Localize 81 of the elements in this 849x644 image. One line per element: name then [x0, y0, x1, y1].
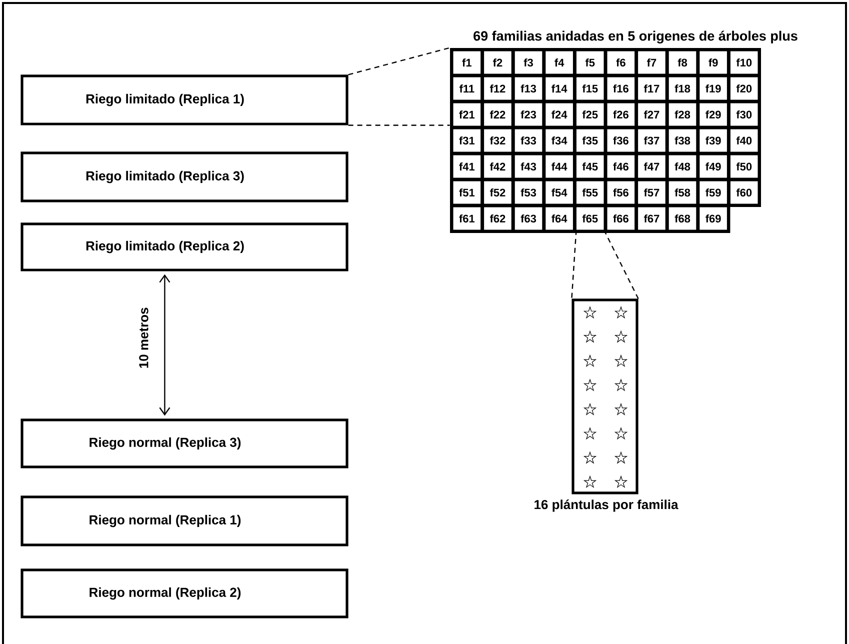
grid-cell: f46 — [607, 155, 635, 178]
grid-cell: f48 — [668, 155, 696, 178]
grid-heading: 69 familias anidadas en 5 origenes de árboles plus — [474, 30, 798, 44]
grid-cell: f57 — [638, 181, 666, 204]
grid-cell: f63 — [514, 207, 542, 230]
grid-cell: f33 — [514, 129, 542, 152]
grid-cell: f13 — [514, 77, 542, 100]
grid-cell: f51 — [453, 181, 481, 204]
zoom-line — [348, 47, 450, 76]
grid-cell: f47 — [638, 155, 666, 178]
grid-cell: f8 — [668, 51, 696, 74]
grid-cell: f56 — [607, 181, 635, 204]
double-arrow — [159, 274, 170, 416]
grid-cell: f18 — [668, 77, 696, 100]
grid-cell: f58 — [668, 181, 696, 204]
grid-cell: f50 — [730, 155, 758, 178]
grid-cell: f61 — [453, 207, 481, 230]
plot-box: Riego normal (Replica 1) — [20, 496, 348, 546]
grid-cell: f41 — [453, 155, 481, 178]
grid-cell: f67 — [638, 207, 666, 230]
grid-cell: f69 — [700, 207, 727, 230]
grid-cell: f1 — [453, 51, 481, 74]
grid-cell: f53 — [514, 181, 542, 204]
column-caption: 16 plántulas por familia — [534, 500, 678, 512]
grid-cell: f22 — [484, 103, 512, 126]
grid-cell: f64 — [546, 207, 573, 230]
grid-cell: f44 — [546, 155, 573, 178]
grid-cell: f31 — [453, 129, 481, 152]
grid-cell: f15 — [576, 77, 604, 100]
grid-cell: f43 — [514, 155, 542, 178]
grid-cell: f6 — [607, 51, 635, 74]
grid-cell: f3 — [514, 51, 542, 74]
grid-cell: f28 — [668, 103, 696, 126]
grid-cell: f7 — [638, 51, 666, 74]
grid-cell: f30 — [730, 103, 758, 126]
grid-cell: f59 — [700, 181, 727, 204]
plot-box: Riego normal (Replica 3) — [20, 418, 348, 468]
grid-cell: f19 — [700, 77, 727, 100]
plot-box: Riego limitado (Replica 2) — [20, 222, 348, 272]
grid-cell: f42 — [484, 155, 512, 178]
grid-cell: f60 — [730, 181, 758, 204]
plot-box: Riego limitado (Replica 3) — [20, 152, 348, 202]
grid-cell: f52 — [484, 181, 512, 204]
grid-cell: f17 — [638, 77, 666, 100]
grid-cell: f20 — [730, 77, 758, 100]
grid-cell: f14 — [546, 77, 573, 100]
plot-box: Riego normal (Replica 2) — [20, 568, 348, 618]
grid-cell: f29 — [700, 103, 727, 126]
grid-cell: f34 — [546, 129, 573, 152]
grid-cell: f37 — [638, 129, 666, 152]
zoom-line — [348, 124, 450, 126]
grid-cell: f9 — [700, 51, 727, 74]
grid-cell: f23 — [514, 103, 542, 126]
grid-cell: f40 — [730, 129, 758, 152]
grid-cell: f4 — [546, 51, 573, 74]
grid-cell: f12 — [484, 77, 512, 100]
grid-cell: f66 — [607, 207, 635, 230]
grid-cell: f65 — [576, 207, 604, 230]
grid-cell: f16 — [607, 77, 635, 100]
grid-cell: f68 — [668, 207, 696, 230]
grid-cell: f45 — [576, 155, 604, 178]
plot-box: Riego limitado (Replica 1) — [20, 74, 348, 126]
grid-cell: f25 — [576, 103, 604, 126]
grid-cell: f35 — [576, 129, 604, 152]
grid-cell: f2 — [484, 51, 512, 74]
grid-cell: f49 — [700, 155, 727, 178]
grid-cell: f10 — [730, 51, 758, 74]
grid-cell: f55 — [576, 181, 604, 204]
grid-cell: f11 — [453, 77, 481, 100]
grid-cell: f26 — [607, 103, 635, 126]
grid-cell: f62 — [484, 207, 512, 230]
edge-label: 10 metros — [138, 306, 150, 370]
grid-cell: f5 — [576, 51, 604, 74]
grid-cell: f32 — [484, 129, 512, 152]
grid-cell: f21 — [453, 103, 481, 126]
grid-cell: f38 — [668, 129, 696, 152]
grid-cell: f27 — [638, 103, 666, 126]
grid-cell: f36 — [607, 129, 635, 152]
grid-cell: f39 — [700, 129, 727, 152]
grid-cell: f54 — [546, 181, 573, 204]
grid-cell: f24 — [546, 103, 573, 126]
